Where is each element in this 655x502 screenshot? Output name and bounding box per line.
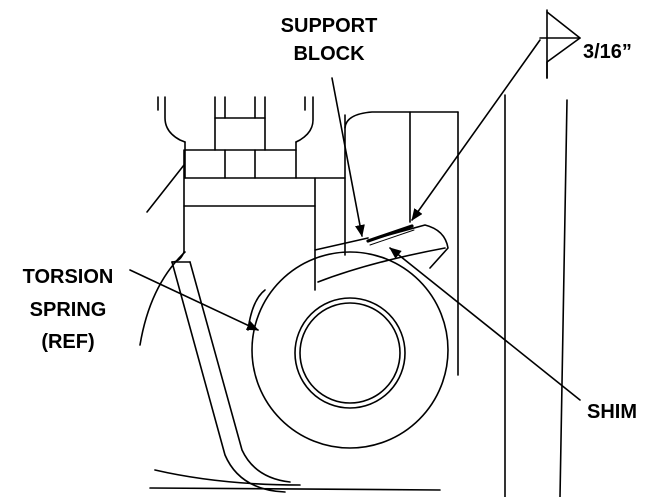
- support-block: [317, 224, 449, 283]
- torsion-spring-label-line3: (REF): [41, 331, 94, 353]
- support-block-label-line1: SUPPORT: [281, 15, 378, 37]
- weld-symbol: [539, 9, 581, 79]
- upper-bracket: [157, 96, 314, 179]
- support-block-leader-line: [331, 77, 365, 237]
- weld-leader-line: [411, 39, 541, 221]
- support-block-label-line2: BLOCK: [293, 43, 365, 65]
- construction-arcs: [139, 164, 441, 491]
- torsion-spring-label-line1: TORSION: [23, 266, 114, 288]
- shim-label: SHIM: [587, 401, 637, 423]
- bolt: [214, 96, 266, 179]
- weld-size-label: 3/16”: [583, 41, 632, 63]
- swing-arm: [171, 261, 291, 493]
- frame-rail: [504, 94, 568, 498]
- torsion-spring: [247, 251, 449, 449]
- torsion-spring-label-line2: SPRING: [30, 299, 107, 321]
- shim-leader-line: [389, 247, 581, 401]
- torsion-spring-leader-line: [129, 269, 259, 331]
- housing: [171, 111, 459, 376]
- shim-plate: [366, 224, 415, 246]
